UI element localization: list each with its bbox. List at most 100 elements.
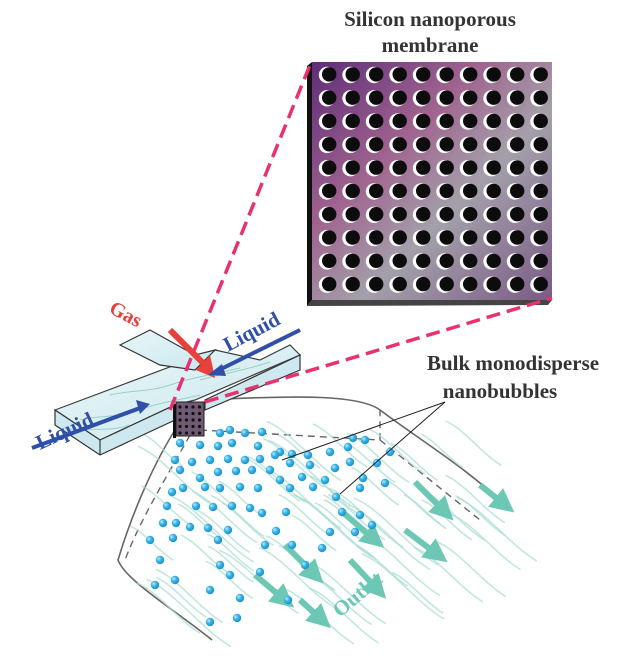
membrane-pore-shadow bbox=[463, 137, 478, 152]
nanobubble bbox=[287, 540, 297, 550]
membrane-pore-shadow bbox=[439, 183, 454, 199]
membrane-pore-shadow bbox=[392, 137, 407, 152]
membrane-pore-shadow bbox=[416, 160, 431, 175]
nanobubble bbox=[285, 458, 295, 468]
flow-streak bbox=[258, 546, 336, 609]
small-membrane-pore bbox=[197, 424, 202, 429]
flow-streak bbox=[420, 433, 464, 469]
nanobubble bbox=[235, 593, 245, 603]
nanobubble bbox=[187, 457, 197, 467]
nanobubble bbox=[205, 585, 215, 595]
nanobubble bbox=[223, 454, 233, 464]
gas-label: Gas bbox=[106, 297, 146, 332]
nanobubble bbox=[255, 567, 265, 577]
small-membrane-pore bbox=[184, 431, 189, 435]
nanobubble bbox=[345, 457, 355, 467]
flow-streak bbox=[146, 578, 232, 648]
bubbles-label-line2: nanobubbles bbox=[443, 379, 557, 403]
small-membrane-pore bbox=[191, 405, 195, 409]
flow-streak bbox=[314, 502, 363, 542]
nanobubble bbox=[350, 527, 360, 537]
annotation-pointers bbox=[281, 401, 446, 495]
membrane-pore-shadow bbox=[463, 276, 478, 292]
nanobubble bbox=[355, 510, 365, 520]
membrane-pore-shadow bbox=[533, 90, 548, 105]
nanobubble bbox=[275, 475, 285, 485]
nanobubble bbox=[330, 463, 340, 473]
flow-streak bbox=[247, 458, 301, 502]
membrane-pore-shadow bbox=[392, 230, 407, 245]
nanobubble bbox=[305, 460, 315, 470]
small-membrane-pore bbox=[197, 418, 202, 422]
flow-streak bbox=[278, 493, 331, 537]
membrane-pore-shadow bbox=[439, 253, 454, 268]
membrane-pore-shadow bbox=[510, 183, 525, 199]
nanobubble bbox=[158, 518, 168, 528]
membrane-pore-shadow bbox=[322, 183, 337, 199]
membrane-pore-shadow bbox=[369, 183, 384, 199]
membrane-pore-shadow bbox=[322, 276, 337, 292]
flow-streak bbox=[444, 474, 506, 524]
small-membrane-pore bbox=[191, 418, 195, 422]
flow-streak bbox=[351, 466, 400, 506]
flow-streak bbox=[413, 546, 484, 603]
membrane-pore-shadow bbox=[486, 113, 501, 129]
membrane-pore-shadow bbox=[533, 253, 548, 268]
membrane-pore-shadow bbox=[416, 230, 431, 245]
membrane-pore-shadow bbox=[533, 183, 548, 199]
nanobubble bbox=[170, 575, 180, 585]
membrane-pore-shadow bbox=[439, 113, 454, 129]
membrane-pore-shadow bbox=[463, 67, 478, 82]
membrane-pore-shadow bbox=[416, 183, 431, 199]
membrane-pore-shadow bbox=[392, 276, 407, 292]
small-membrane-pore bbox=[191, 424, 195, 429]
membrane-pore-shadow bbox=[369, 276, 384, 292]
flow-arrow bbox=[347, 557, 387, 599]
nanobubble bbox=[232, 613, 242, 623]
membrane-pore-shadow bbox=[392, 90, 407, 105]
membrane-pore-shadow bbox=[416, 253, 431, 268]
membrane-pore-shadow bbox=[486, 230, 501, 245]
membrane-pore-shadow bbox=[322, 230, 337, 245]
membrane-pore-shadow bbox=[486, 253, 501, 268]
nanobubble bbox=[325, 447, 335, 457]
nanobubble bbox=[213, 535, 223, 545]
nanobubble bbox=[297, 472, 307, 482]
nanobubble bbox=[213, 467, 223, 477]
membrane-pore-shadow bbox=[486, 276, 501, 292]
membrane-pore-shadow bbox=[533, 160, 548, 175]
membrane-pore-shadow bbox=[322, 253, 337, 268]
membrane-pore-shadow bbox=[510, 113, 525, 129]
membrane-pore-shadow bbox=[416, 207, 431, 222]
nanobubble bbox=[175, 465, 185, 475]
membrane-pore-shadow bbox=[486, 160, 501, 175]
nanobubble bbox=[240, 455, 250, 465]
nanobubbles bbox=[145, 425, 395, 627]
membrane-title-line1: Silicon nanoporous bbox=[344, 7, 516, 31]
membrane-pore-shadow bbox=[345, 230, 360, 245]
membrane-pore-shadow bbox=[369, 90, 384, 105]
membrane-pore-shadow bbox=[463, 183, 478, 199]
membrane-pore-shadow bbox=[486, 137, 501, 152]
small-membrane-pore bbox=[178, 418, 182, 422]
small-membrane-pore bbox=[191, 431, 195, 435]
nanobubble bbox=[303, 450, 313, 460]
nanobubble bbox=[283, 595, 293, 605]
nanobubble bbox=[167, 487, 177, 497]
nanobubble bbox=[385, 447, 395, 457]
membrane-pore-shadow bbox=[486, 207, 501, 222]
nanobubble bbox=[380, 478, 390, 488]
small-membrane-pore bbox=[184, 411, 189, 416]
flow-streak bbox=[403, 494, 447, 530]
membrane-pore-shadow bbox=[510, 207, 525, 222]
small-membrane-pore bbox=[184, 405, 189, 409]
flow-arrow bbox=[297, 597, 331, 629]
flow-streak bbox=[361, 553, 445, 620]
nanobubble bbox=[285, 483, 295, 493]
gas-arrow bbox=[167, 327, 215, 378]
flow-streak bbox=[210, 494, 274, 546]
membrane-pore-shadow bbox=[510, 160, 525, 175]
nanobubble bbox=[360, 435, 370, 445]
membrane-pore-shadow bbox=[416, 137, 431, 152]
